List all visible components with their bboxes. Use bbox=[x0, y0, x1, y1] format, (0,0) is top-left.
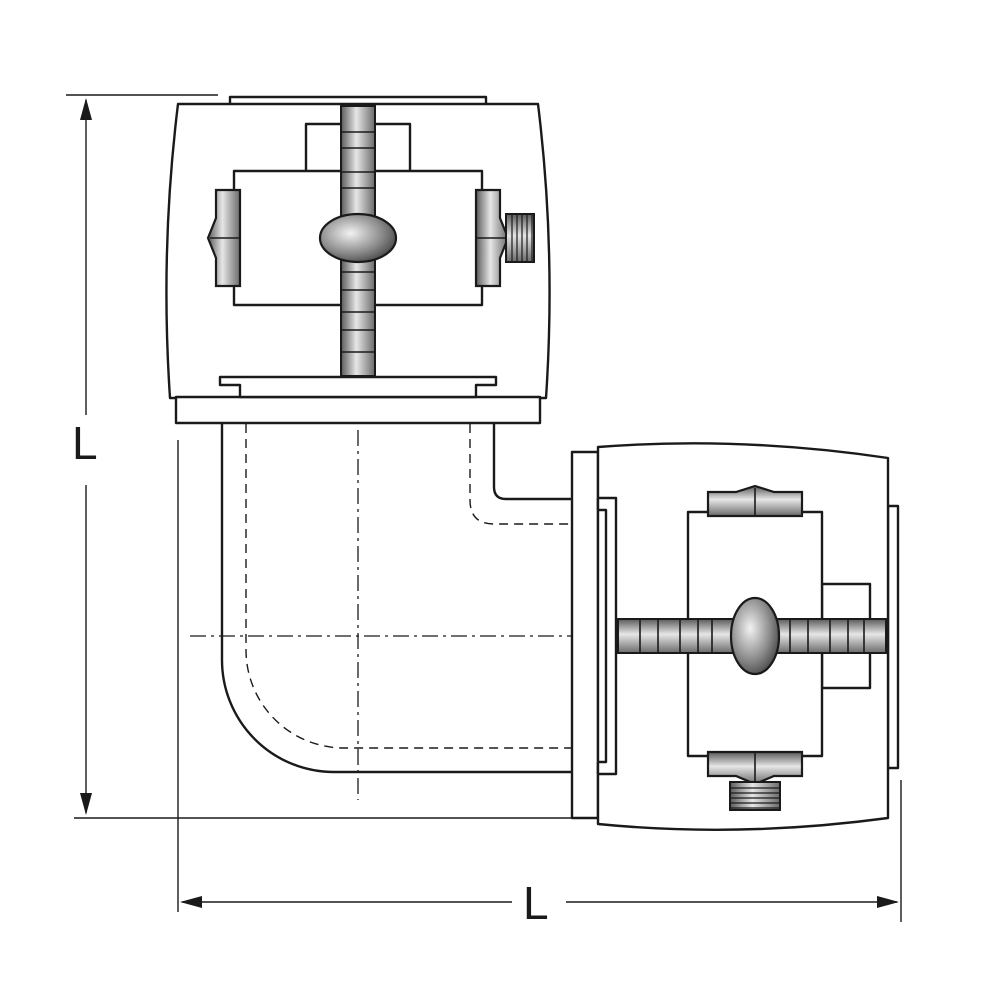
elbow-pipe-body bbox=[190, 424, 596, 800]
top-coupler bbox=[165, 95, 551, 425]
dimension-label-vertical: L bbox=[66, 420, 104, 466]
right-center-terminal bbox=[729, 596, 781, 676]
dimension-label-horizontal: L bbox=[517, 880, 555, 926]
dimension-horizontal bbox=[177, 440, 902, 922]
right-threaded-stud bbox=[729, 781, 781, 811]
top-center-terminal bbox=[318, 212, 398, 264]
right-coupler bbox=[570, 442, 900, 831]
dimension-vertical bbox=[66, 94, 580, 819]
top-threaded-stud bbox=[505, 213, 535, 263]
